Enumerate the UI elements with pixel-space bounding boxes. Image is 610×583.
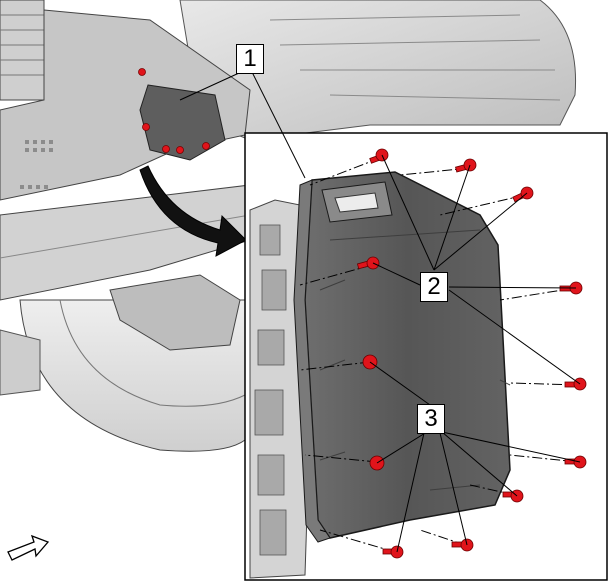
curved-arrow: [139, 165, 247, 257]
callout-2: 2: [420, 272, 448, 302]
engine-block: [0, 9, 251, 201]
oil-filter: [0, 0, 45, 101]
underbody-overview: [0, 0, 577, 452]
cross-member: [0, 184, 251, 301]
oil-pan: [304, 171, 511, 539]
suspension-link: [109, 274, 241, 351]
lower-body-panel: [0, 329, 41, 396]
callout-3: 3: [417, 404, 445, 434]
overview-oil-pan: [139, 84, 226, 161]
arrow-icon: [7, 534, 50, 561]
callout-leaders: [179, 67, 581, 553]
callout-1: 1: [236, 44, 264, 74]
detail-inset: [179, 67, 608, 581]
oil-pan-flange: [293, 179, 331, 543]
